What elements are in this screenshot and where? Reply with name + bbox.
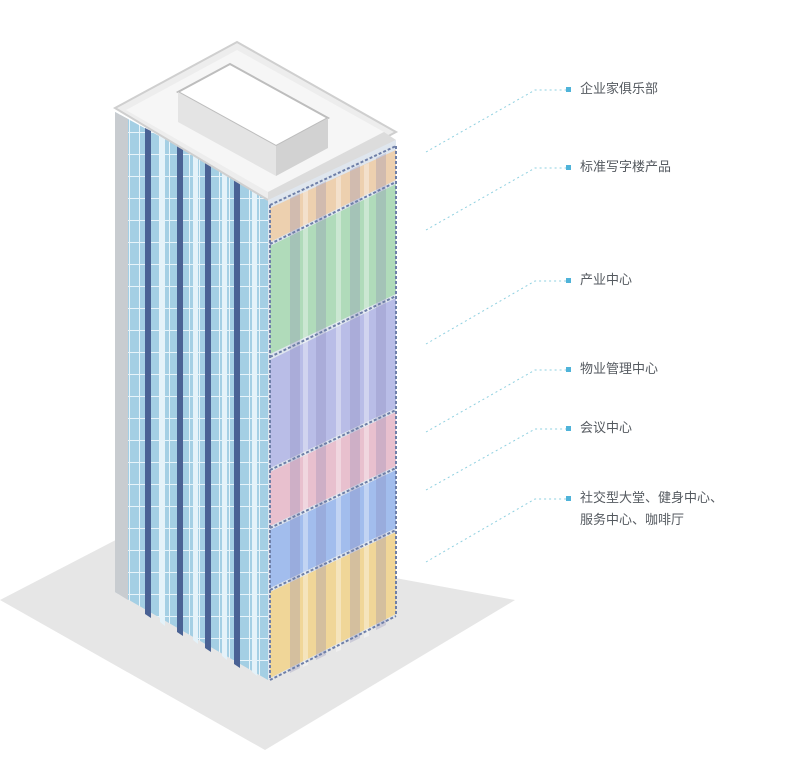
zone-band-lobby [270,532,396,678]
zone-bands [270,150,396,678]
zone-separators [269,145,397,681]
roof [112,40,399,205]
label-club: 企业家俱乐部 [580,79,658,101]
leader-line-property [425,369,568,433]
label-meeting: 会议中心 [580,418,632,440]
roof-penthouse-side [178,92,276,176]
zone-band-meeting [270,470,396,588]
bullet-property [566,367,571,372]
label-meeting-text: 会议中心 [580,421,633,436]
label-lobby-text-line2: 服务中心、咖啡厅 [580,513,685,528]
label-property: 物业管理中心 [580,359,658,381]
label-property-text: 物业管理中心 [580,362,659,377]
bullet-lobby [566,496,571,501]
label-lobby-text-line1: 社交型大堂、健身中心、 [580,491,724,506]
label-office-text: 标准写字楼产品 [580,160,672,175]
bullet-office [566,165,571,170]
zone-band-property [270,412,396,526]
leader-line-club [425,89,568,153]
leader-line-meeting [425,428,568,491]
leader-line-industry [425,280,568,345]
bullet-club [566,87,571,92]
label-club-text: 企业家俱乐部 [580,82,659,97]
label-industry: 产业中心 [580,270,632,292]
left-facade [115,112,268,680]
bullet-industry [566,278,571,283]
zone-band-club [270,150,396,242]
legend-bullets [566,87,571,501]
bullet-meeting [566,426,571,431]
right-facade-light-columns [303,163,369,667]
label-office: 标准写字楼产品 [580,157,671,179]
label-lobby: 社交型大堂、健身中心、 服务中心、咖啡厅 [580,488,723,532]
right-facade-columns [290,153,386,673]
leader-lines [425,89,568,563]
zone-band-industry [270,298,396,468]
zone-band-office [270,184,396,354]
leader-line-lobby [425,498,568,563]
label-industry-text: 产业中心 [580,273,633,288]
roof-penthouse-front [276,118,328,176]
leader-line-office [425,167,568,231]
